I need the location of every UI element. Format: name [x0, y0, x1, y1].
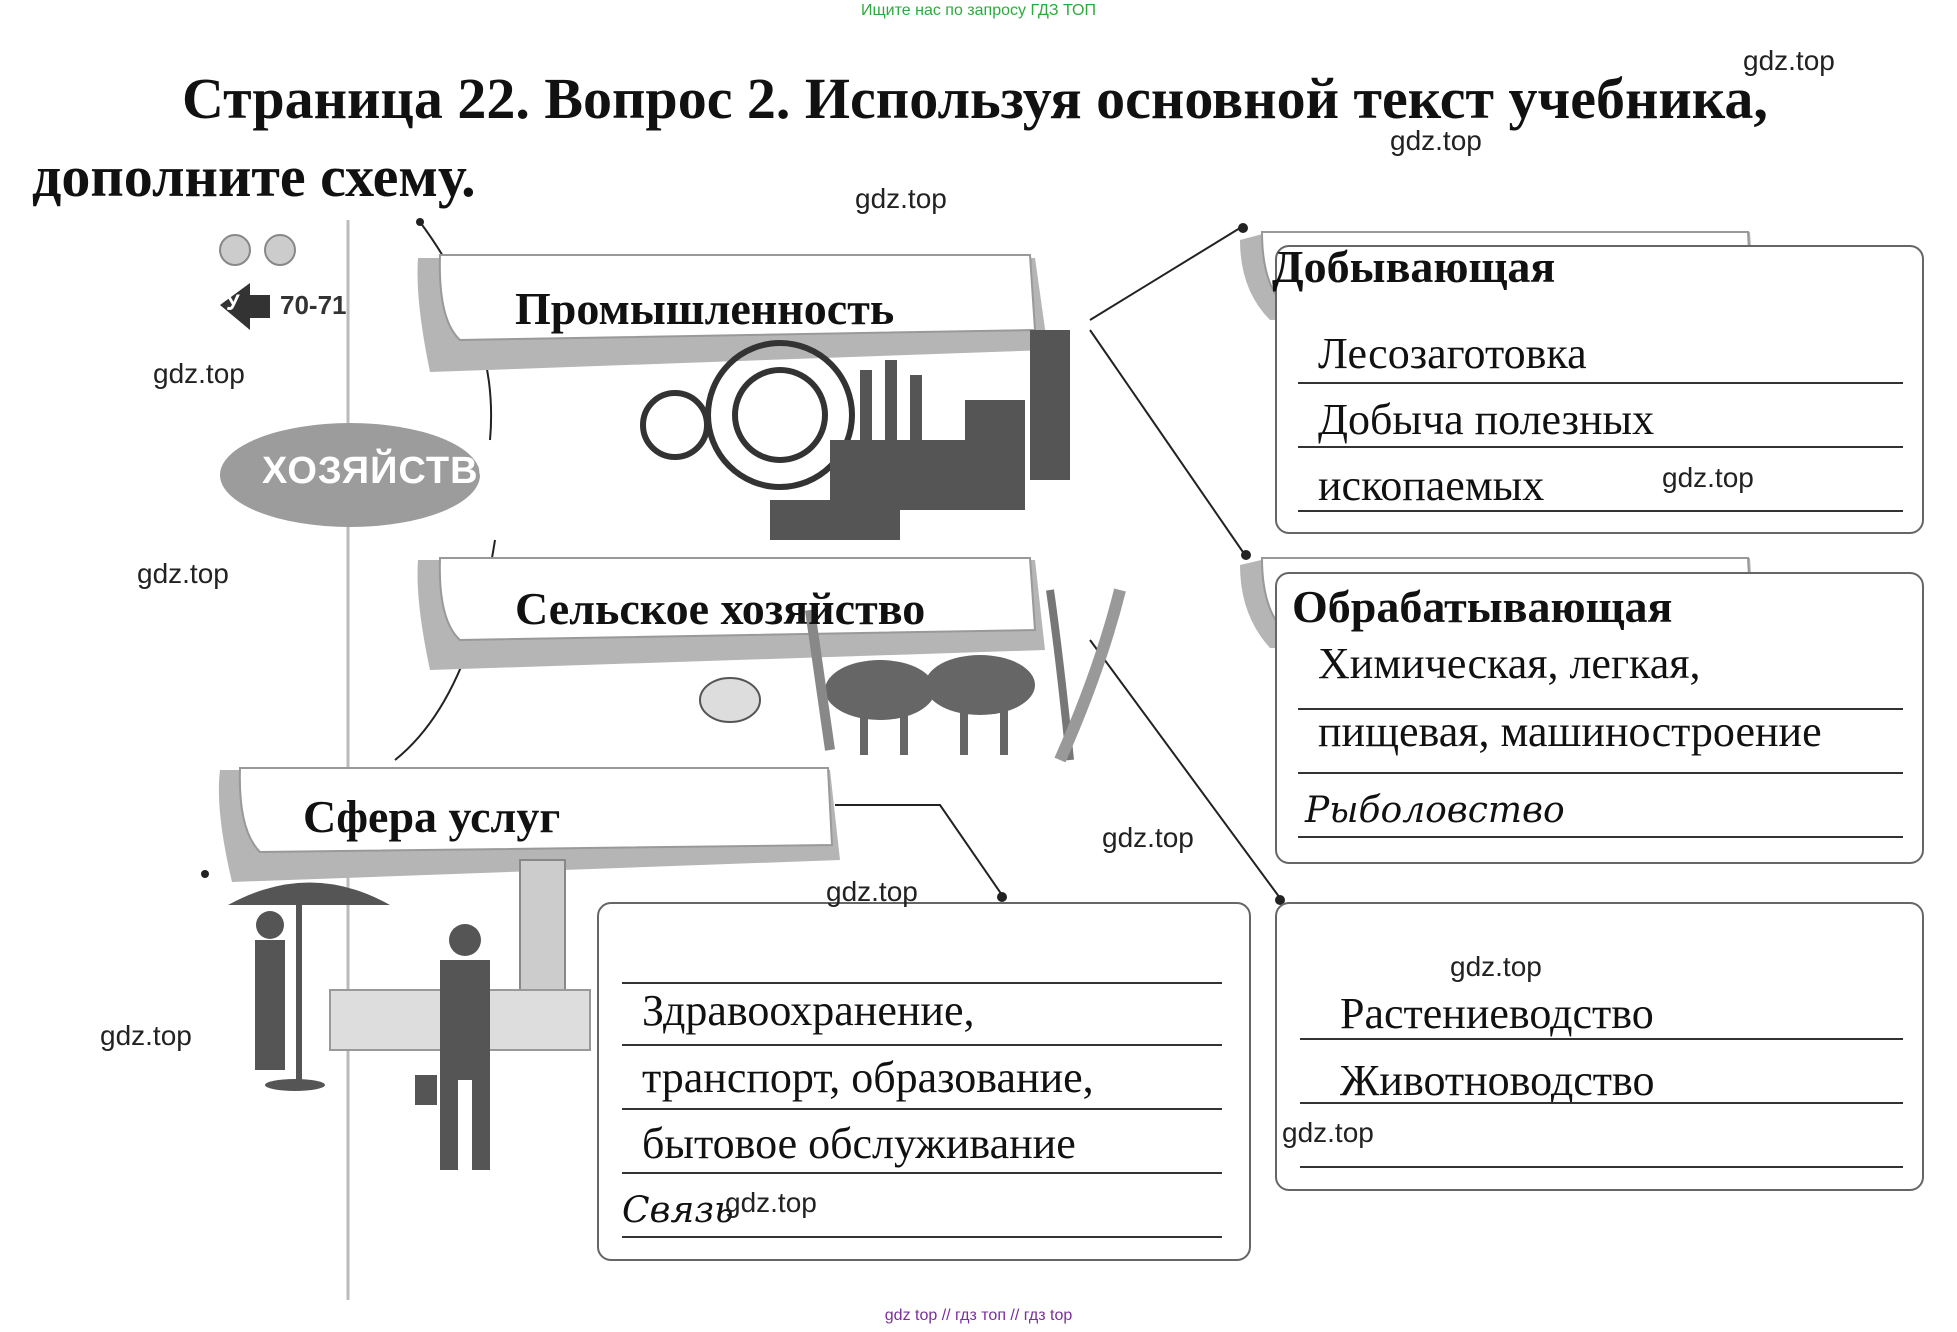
extractive-box [1275, 245, 1924, 534]
extractive-line-2: Добыча полезных [1318, 395, 1655, 444]
manufacturing-line-1: Химическая, легкая, [1318, 639, 1701, 688]
manufacturing-title: Обрабатывающая [1292, 581, 1673, 632]
agri-line-2: Животноводство [1340, 1056, 1655, 1105]
badge-pages: 70-71 [280, 290, 347, 320]
extractive-title: Добывающая [1272, 241, 1556, 292]
top-banner[interactable]: Ищите нас по запросу ГДЗ ТОП [861, 2, 1096, 19]
services-banner-shape [218, 767, 840, 882]
sector-industry: Промышленность [515, 283, 895, 334]
title-line-1: Страница 22. Вопрос 2. Используя основно… [182, 66, 1768, 131]
watermark: gdz.top [1390, 125, 1482, 156]
extractive-line-1: Лесозаготовка [1318, 329, 1587, 378]
services-line-3: бытовое обслуживание [642, 1119, 1076, 1168]
sector-services: Сфера услуг [303, 791, 561, 842]
services-illustration [228, 859, 591, 1170]
watermark: gdz.top [137, 558, 229, 589]
task-title: Страница 22. Вопрос 2. Используя основно… [32, 60, 1932, 216]
agri-line-1: Растениеводство [1340, 989, 1654, 1038]
economy-ellipse [220, 423, 480, 527]
factory-illustration [640, 340, 855, 490]
watermark: gdz.top [1662, 462, 1754, 493]
manufacturing-line-2: пищевая, машиностроение [1318, 707, 1822, 756]
footer-links[interactable]: gdz top // гдз топ // гдз top [884, 1307, 1073, 1324]
watermark: gdz.top [855, 183, 947, 214]
watermark: gdz.top [100, 1020, 192, 1051]
economy-label: ХОЗЯЙСТВО [262, 450, 509, 492]
services-box [597, 902, 1251, 1261]
farm-illustration [699, 588, 1126, 763]
agriculture-banner-shape [417, 557, 1045, 670]
manufacturing-box [1275, 572, 1924, 864]
title-line-2: дополните схему. [32, 144, 476, 209]
services-printed: Связь [622, 1190, 734, 1231]
watermark: gdz.top [1743, 45, 1835, 76]
extractive-line-3: ископаемых [1318, 461, 1545, 510]
services-line-2: транспорт, образование, [642, 1053, 1094, 1102]
watermark: gdz.top [1450, 951, 1542, 982]
industry-banner-shape [417, 254, 1048, 372]
watermark: gdz.top [153, 358, 245, 389]
watermark: gdz.top [725, 1187, 817, 1218]
watermark: gdz.top [826, 876, 918, 907]
badge-letter: У [226, 290, 240, 315]
agriculture-box [1275, 902, 1924, 1191]
watermark: gdz.top [1102, 822, 1194, 853]
manufacturing-printed: Рыболовство [1305, 790, 1565, 831]
services-line-1: Здравоохранение, [642, 986, 975, 1035]
sector-agriculture: Сельское хозяйство [515, 583, 926, 634]
watermark: gdz.top [1282, 1117, 1374, 1148]
